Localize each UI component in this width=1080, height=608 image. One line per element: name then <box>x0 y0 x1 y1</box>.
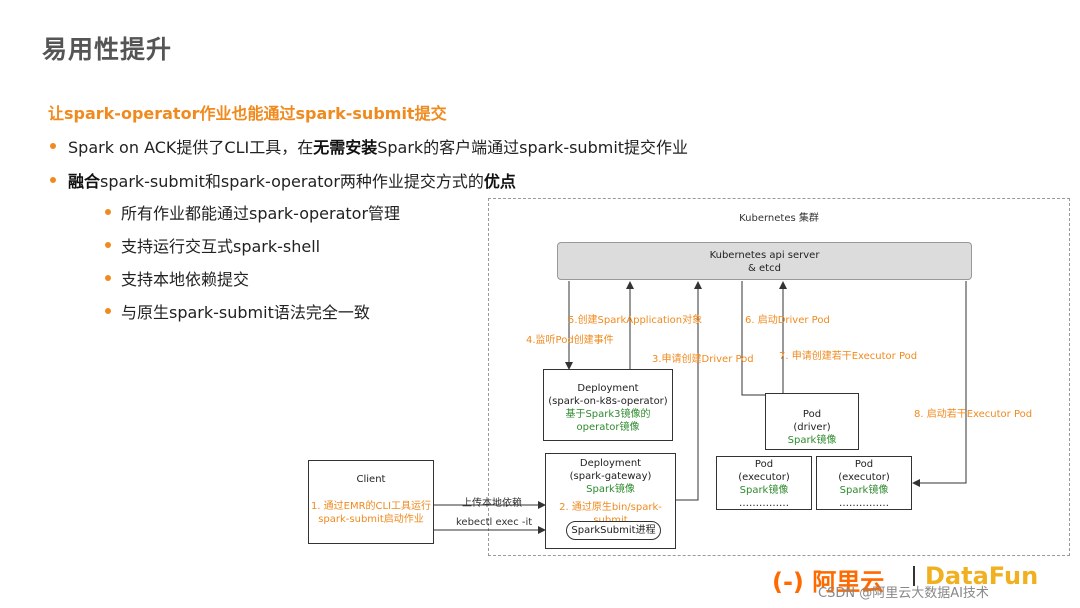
operator-line1: Deployment <box>577 383 639 394</box>
bullet-1-bold: 无需安装 <box>313 138 378 157</box>
executor1-line3: Spark镜像 <box>739 485 789 496</box>
edge-label-step4: 4.监听Pod创建事件 <box>526 335 614 346</box>
executor2-line2: (executor) <box>838 472 890 483</box>
sub-bullet-dot <box>105 308 111 314</box>
edge-label-step3: 3.申请创建Driver Pod <box>652 354 754 365</box>
gateway-step2a: 2. 通过原生bin/spark-submit <box>559 502 662 526</box>
driver-line3: Spark镜像 <box>787 435 837 446</box>
sub-bullet-dot <box>105 275 111 281</box>
sub-bullet-3: 支持本地依赖提交 <box>121 270 250 289</box>
sub-bullet-dot <box>105 209 111 215</box>
api-server-line2: & etcd <box>748 263 781 274</box>
sub-bullet-1: 所有作业都能通过spark-operator管理 <box>121 204 401 223</box>
bullet-2: 融合spark-submit和spark-operator两种作业提交方式的优点 <box>68 168 516 192</box>
executor2-line4: …………… <box>839 498 889 509</box>
executor1-line4: …………… <box>739 498 789 509</box>
bullet-dot <box>50 177 56 183</box>
aliyun-logo: (-) 阿里云 <box>772 568 885 596</box>
edge-label-kubectl: kebectl exec -it <box>456 517 533 528</box>
edge-label-step8: 8. 启动若干Executor Pod <box>914 409 1033 420</box>
operator-line4: operator镜像 <box>576 422 640 433</box>
edge-label-step5: 5.创建SparkApplication对象 <box>568 315 703 326</box>
gateway-line1: Deployment <box>579 458 642 469</box>
bullet-1-text-a: Spark on ACK提供了CLI工具，在 <box>68 138 314 157</box>
client-step1a: 1. 通过EMR的CLI工具运行 <box>310 501 432 512</box>
slide-title: 易用性提升 <box>42 35 173 64</box>
api-server-line1: Kubernetes api server <box>709 250 820 261</box>
executor-pod-box-2: Pod (executor) Spark镜像 …………… <box>816 456 912 510</box>
operator-line2: (spark-on-k8s-operator) <box>548 396 668 407</box>
sparksubmit-process-pill: SparkSubmit进程 <box>566 521 661 540</box>
driver-line1: Pod <box>802 409 822 420</box>
edge-start-executors <box>912 281 967 487</box>
bullet-1-text-b: Spark的客户端通过spark-submit提交作业 <box>377 138 689 157</box>
datafun-logo: DataFun <box>925 562 1039 590</box>
bullet-2-text: spark-submit和spark-operator两种作业提交方式的 <box>100 172 484 191</box>
client-step1b: spark-submit启动作业 <box>318 514 424 525</box>
gateway-line3: Spark镜像 <box>586 484 635 495</box>
edge-start-driver-c <box>741 281 765 396</box>
sub-bullet-2: 支持运行交互式spark-shell <box>121 237 321 256</box>
edge-label-step7: 7. 申请创建若干Executor Pod <box>779 351 918 362</box>
bullet-2-bold: 融合 <box>68 172 101 191</box>
executor1-line2: (executor) <box>738 472 790 483</box>
kubernetes-api-server: Kubernetes api server & etcd <box>557 242 972 280</box>
operator-deployment-box: Deployment (spark-on-k8s-operator) 基于Spa… <box>543 369 673 441</box>
executor-pod-box-1: Pod (executor) Spark镜像 …………… <box>716 456 812 510</box>
edge-request-driver <box>676 281 702 501</box>
slide-subtitle: 让spark-operator作业也能通过spark-submit提交 <box>48 104 447 123</box>
bullet-2-bold-2: 优点 <box>483 172 516 191</box>
driver-pod-box: Pod (driver) Spark镜像 <box>765 393 859 450</box>
logo-separator <box>913 566 915 586</box>
sub-bullet-dot <box>105 242 111 248</box>
executor2-line1: Pod <box>854 459 874 470</box>
executor2-line3: Spark镜像 <box>839 485 889 496</box>
gateway-line2: (spark-gateway) <box>569 471 652 482</box>
bullet-1: Spark on ACK提供了CLI工具，在无需安装Spark的客户端通过spa… <box>68 134 688 158</box>
client-title: Client <box>356 474 386 485</box>
driver-line2: (driver) <box>793 422 831 433</box>
kubernetes-cluster-frame <box>488 198 1070 556</box>
bullet-dot <box>50 143 56 149</box>
client-box: Client 1. 通过EMR的CLI工具运行 spark-submit启动作业 <box>308 460 434 544</box>
csdn-watermark: CSDN @阿里云大数据AI技术 <box>818 586 989 601</box>
kubernetes-cluster-label: Kubernetes 集群 <box>739 213 819 224</box>
executor1-line1: Pod <box>754 459 774 470</box>
operator-line3: 基于Spark3镜像的 <box>565 409 651 420</box>
sub-bullet-4: 与原生spark-submit语法完全一致 <box>121 303 370 322</box>
edge-label-step6: 6. 启动Driver Pod <box>745 315 830 326</box>
edge-label-upload: 上传本地依赖 <box>462 498 522 509</box>
